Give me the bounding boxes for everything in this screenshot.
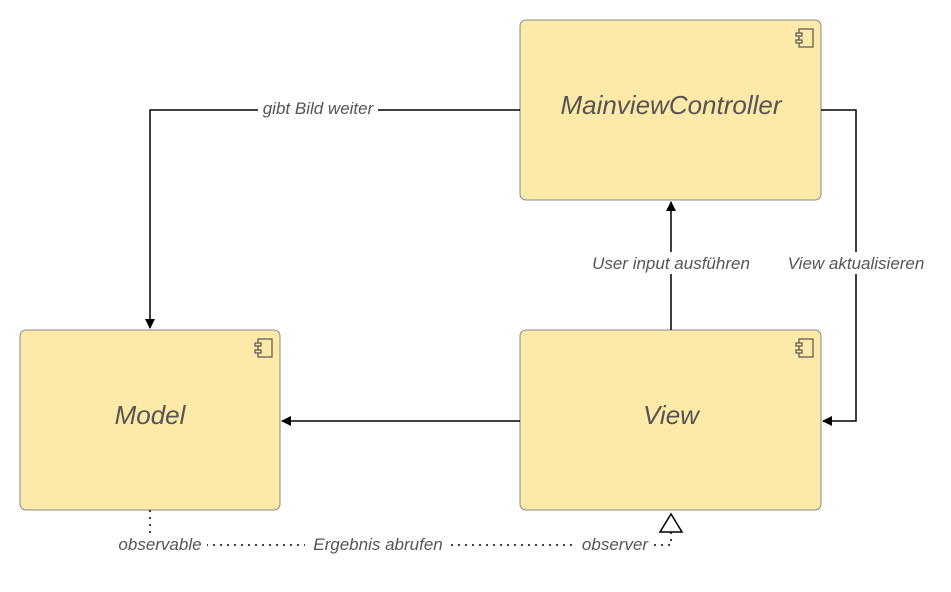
edge-label-bg [782, 252, 930, 274]
model-component[interactable]: Model [19, 329, 281, 511]
edge-controller-to-model[interactable] [145, 109, 520, 329]
realization-arrowhead-icon [658, 512, 684, 533]
model-title: Model [115, 400, 187, 430]
edge-label-bg [113, 534, 207, 556]
component-icon [254, 338, 273, 358]
edge-label-view-aktualisieren: View aktualisieren [788, 254, 925, 273]
edge-label-user-input: User input ausführen [592, 254, 750, 273]
edge-label-observer: observer [582, 535, 649, 554]
edge-label-observable: observable [118, 535, 201, 554]
view-title: View [643, 400, 701, 430]
edge-label-bg [576, 534, 654, 556]
controller-title: MainviewController [560, 90, 782, 120]
edge-label-bg [584, 252, 758, 274]
edge-label-gibt-bild-weiter: gibt Bild weiter [263, 99, 375, 118]
controller-component[interactable]: MainviewController [519, 19, 822, 201]
view-component[interactable]: View [519, 329, 822, 511]
component-icon [795, 28, 814, 48]
edge-label-ergebnis-abrufen: Ergebnis abrufen [313, 535, 442, 554]
component-icon [795, 338, 814, 358]
edge-label-bg [258, 98, 378, 120]
edge-label-bg [305, 534, 451, 556]
